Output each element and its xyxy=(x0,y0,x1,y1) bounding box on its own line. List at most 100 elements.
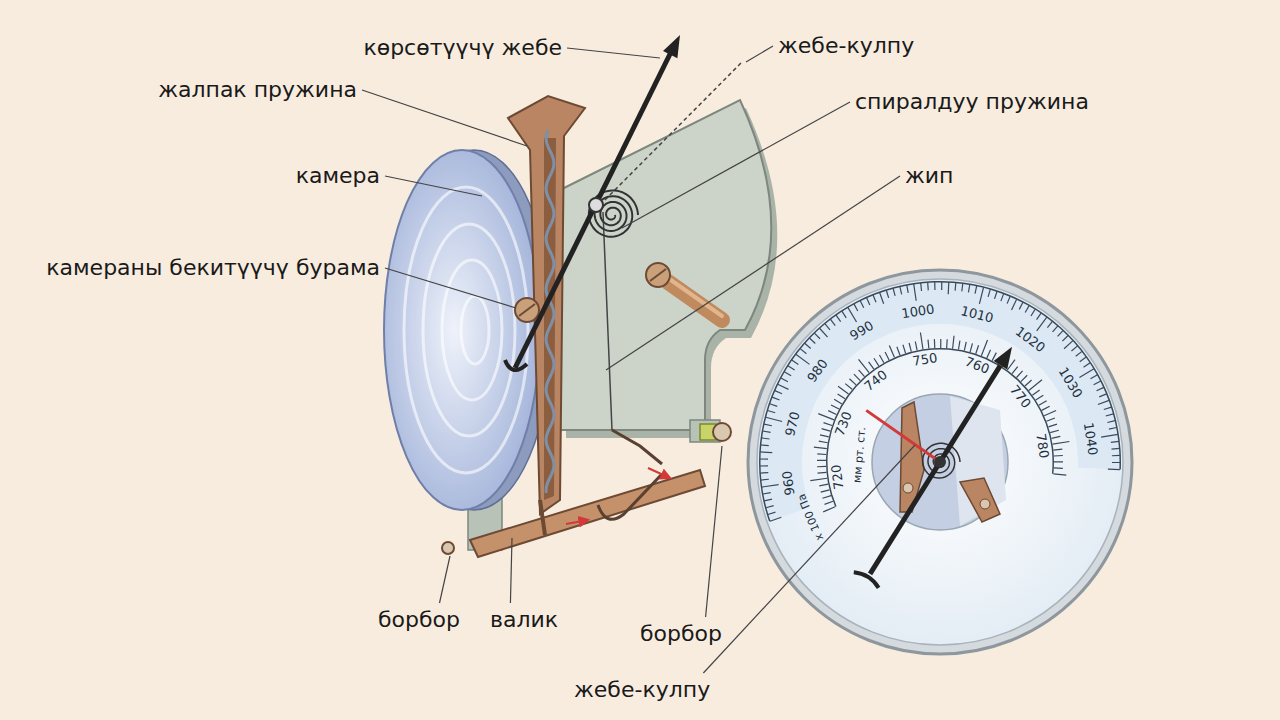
scale-tick xyxy=(897,347,900,355)
scale-tick xyxy=(909,343,911,352)
scale-tick xyxy=(1050,430,1059,432)
scale-tick xyxy=(1039,401,1047,405)
lock-arrow xyxy=(600,62,742,205)
scale-tick xyxy=(836,315,841,322)
scale-tick xyxy=(981,340,987,356)
scale-tick xyxy=(1025,306,1029,313)
scale-tick xyxy=(760,451,772,453)
scale-number: 1040 xyxy=(1081,421,1100,456)
scale-tick xyxy=(1046,418,1054,421)
set-hand xyxy=(866,410,940,462)
scale-tick xyxy=(1025,380,1032,386)
leader-line xyxy=(385,268,516,308)
leader-line xyxy=(703,445,915,673)
scale-tick xyxy=(830,319,835,325)
scale-tick xyxy=(1001,294,1004,301)
scale-tick xyxy=(886,290,888,298)
leader-line xyxy=(385,176,482,196)
scale-tick xyxy=(761,444,769,446)
scale-tick xyxy=(1108,468,1120,470)
scale-tick xyxy=(885,352,889,360)
scale-tick xyxy=(823,507,835,512)
scale-tick xyxy=(805,343,811,348)
leader-line xyxy=(439,556,450,603)
scale-tick xyxy=(800,349,806,354)
scale-tick xyxy=(768,410,776,412)
dial-window xyxy=(872,394,1008,530)
scale-number: 760 xyxy=(963,355,991,377)
scale-tick xyxy=(1048,424,1057,427)
scale-tick xyxy=(772,397,779,400)
thread xyxy=(603,212,612,430)
fixing-screw xyxy=(515,298,539,322)
scale-tick xyxy=(821,490,830,492)
scale-tick xyxy=(819,441,828,443)
part-label: борбор xyxy=(640,621,722,647)
scale-tick xyxy=(1044,410,1056,415)
scale-tick xyxy=(810,478,827,480)
scale-tick xyxy=(763,431,771,432)
scale-tick xyxy=(761,479,769,481)
unit-label: мм рт. ст. xyxy=(852,426,869,483)
scale-tick xyxy=(764,424,772,426)
scale-tick xyxy=(1047,321,1052,327)
pointer xyxy=(515,50,672,368)
dial xyxy=(748,270,1132,654)
copper-bar-shine xyxy=(668,278,722,316)
part-label: спиралдуу пружина xyxy=(855,89,1089,115)
scale-number: 960 xyxy=(781,470,799,497)
scale-tick xyxy=(1017,371,1023,378)
scale-number: 970 xyxy=(783,410,803,438)
scale-tick xyxy=(879,355,883,363)
dial-bezel xyxy=(748,270,1132,654)
scale-tick xyxy=(1054,467,1063,469)
screw-slot xyxy=(519,304,535,316)
scale-tick xyxy=(900,287,902,295)
scale-tick xyxy=(903,345,906,354)
pivot xyxy=(589,198,603,212)
scale-tick xyxy=(953,336,954,349)
scale-tick xyxy=(766,417,782,421)
scale-tick xyxy=(948,282,950,294)
scale-tick xyxy=(770,404,778,407)
scale-tick xyxy=(958,341,959,350)
pointer-tail xyxy=(505,360,527,370)
copper-bar xyxy=(668,282,722,320)
part-label: валик xyxy=(490,607,558,633)
scale-tick xyxy=(1104,407,1112,409)
scale-tick xyxy=(1031,309,1035,316)
scale-tick xyxy=(1090,375,1097,379)
scale-tick xyxy=(814,447,827,449)
dial-pointer-tail xyxy=(854,572,879,588)
pointer-head xyxy=(663,35,680,58)
scale-tick xyxy=(817,453,826,455)
scale-tick xyxy=(860,301,864,308)
scale-tick xyxy=(1111,441,1119,443)
scale-tick xyxy=(796,354,810,364)
chamber-ring xyxy=(461,296,489,364)
scale-tick xyxy=(760,458,768,459)
chamber-ring xyxy=(423,224,515,436)
part-label: жебе-кулпу xyxy=(778,33,914,59)
scale-tick xyxy=(1107,421,1115,423)
scale-tick xyxy=(763,493,771,494)
scale-tick xyxy=(880,292,884,303)
dial-pointer-head xyxy=(994,347,1012,370)
window-screw xyxy=(980,499,990,509)
scale-tick xyxy=(778,384,789,389)
window-screw xyxy=(903,483,913,493)
scale-tick xyxy=(970,343,972,352)
part-label: камераны бекитүүчү бурама xyxy=(46,255,380,281)
scale-tick xyxy=(818,472,827,474)
dial-hub xyxy=(934,456,946,468)
scale-tick xyxy=(784,372,791,376)
leader-line xyxy=(567,48,660,58)
scale-tick xyxy=(934,339,936,348)
scale-tick xyxy=(1042,406,1050,410)
scale-tick xyxy=(1021,375,1027,381)
scale-tick xyxy=(775,391,782,394)
scale-tick xyxy=(822,429,831,431)
leader-line xyxy=(706,446,722,617)
part-label: борбор xyxy=(378,607,460,633)
scale-tick xyxy=(1080,357,1086,362)
